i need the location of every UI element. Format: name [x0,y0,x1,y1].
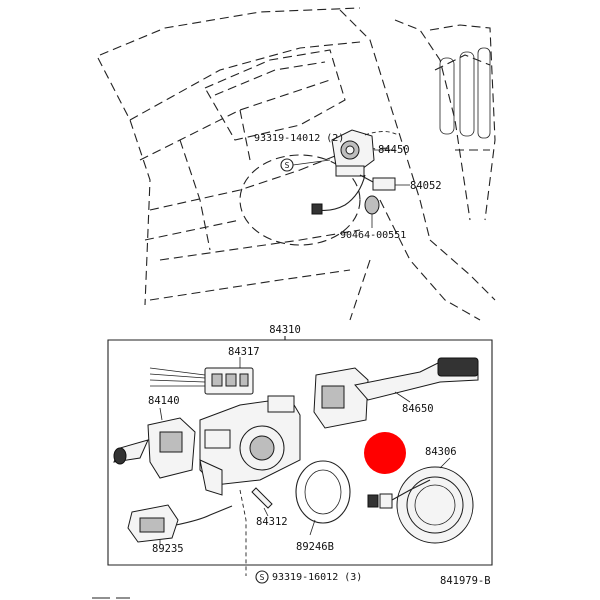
label-switch-top: 84450 [378,144,410,156]
screw-symbol-bottom: S [255,570,269,584]
label-left-switch: 84140 [148,395,180,407]
wire-harness-part [311,174,410,215]
label-spiral-cable: 84306 [425,446,457,458]
screw-symbol-text-top: S [285,161,290,170]
spiral-cable-part [367,457,474,544]
screw-leader [239,489,247,576]
label-ring: 89246B [296,541,334,553]
label-clip-top: 90464-00551 [340,230,406,241]
sensor-part [127,504,233,545]
clip-part [364,195,380,228]
label-connector: 84317 [228,346,260,358]
left-lever-switch-part [113,407,196,479]
screw-symbol-top: S [280,158,331,172]
label-screw-top: 93319-14012 (2) [254,133,344,144]
red-marker-dot [364,432,406,474]
label-screw-bottom: 93319-16012 (3) [272,572,362,583]
dashboard-outline [97,7,496,321]
connector-part [149,357,254,395]
screw-symbol-text-bottom: S [260,573,265,582]
pin-part [251,487,273,517]
ring-part [295,460,351,536]
label-harness-top: 84052 [410,180,442,192]
label-assembly: 84310 [269,324,301,336]
switch-body-part [199,395,301,496]
right-lever-switch-part [313,357,479,429]
assembly-frame [107,339,493,566]
label-diagram-id: 841979-B [440,575,491,587]
label-right-switch: 84650 [402,403,434,415]
ignition-switch-part [331,129,399,177]
label-sensor: 89235 [152,543,184,555]
label-pin: 84312 [256,516,288,528]
